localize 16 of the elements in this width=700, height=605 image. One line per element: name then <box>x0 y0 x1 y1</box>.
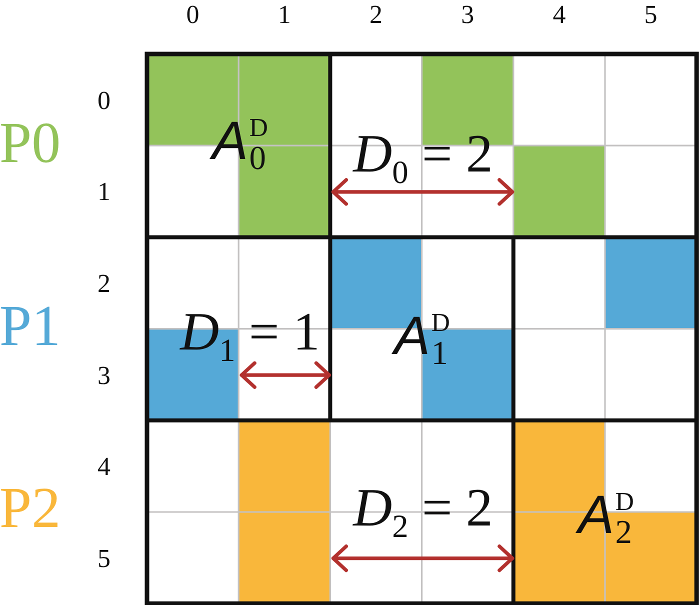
row-index: 2 <box>98 271 110 297</box>
row-index: 1 <box>98 179 110 206</box>
partition-label: P0 <box>0 114 61 172</box>
column-index: 1 <box>278 2 291 28</box>
row-index: 3 <box>98 362 110 389</box>
column-index: 3 <box>461 2 474 28</box>
row-index: 5 <box>98 546 110 572</box>
column-index: 4 <box>552 2 566 28</box>
column-index: 2 <box>370 2 382 28</box>
row-index: 0 <box>98 88 110 114</box>
partition-label: P1 <box>0 297 61 355</box>
column-index: 0 <box>186 2 200 28</box>
partition-label: P2 <box>0 479 61 537</box>
column-index: 5 <box>644 2 658 28</box>
row-index: 4 <box>98 454 110 480</box>
distance-label: D$_{2}$ = 2 <box>353 480 493 544</box>
